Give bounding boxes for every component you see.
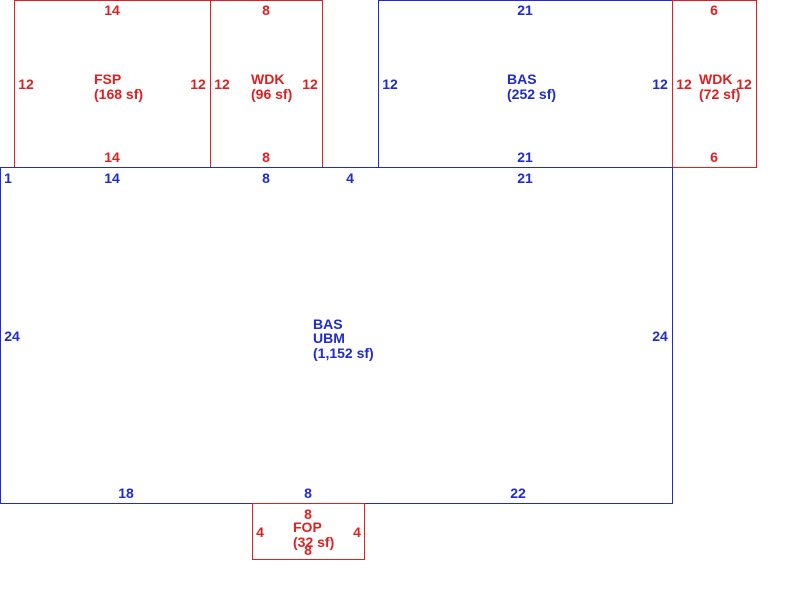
wdk1-top-dim: 8 <box>262 2 270 18</box>
wdk2-code-label: WDK <box>699 71 732 87</box>
main-bottom-dim-18: 18 <box>118 485 134 501</box>
main-left-dim: 24 <box>4 328 20 344</box>
main-code-label: BAS <box>313 316 343 332</box>
bas-top-code-label: BAS <box>507 71 537 87</box>
wdk1-right-dim: 12 <box>302 76 318 92</box>
fsp-right-dim: 12 <box>190 76 206 92</box>
wdk2-outline <box>672 0 757 168</box>
wdk2-area-label: (72 sf) <box>699 86 740 102</box>
wdk1-bottom-dim: 8 <box>262 149 270 165</box>
bas-top-right-dim: 12 <box>652 76 668 92</box>
fsp-area-label: (168 sf) <box>94 86 143 102</box>
wdk2-top-dim: 6 <box>710 2 718 18</box>
fsp-left-dim: 12 <box>18 76 34 92</box>
fop-outline <box>252 503 365 560</box>
fop-right-dim: 4 <box>353 524 361 540</box>
bas-top-bottom-dim: 21 <box>517 149 533 165</box>
main-bottom-dim-22: 22 <box>510 485 526 501</box>
fop-bottom-dim: 8 <box>304 542 312 558</box>
wdk1-area-label: (96 sf) <box>251 86 292 102</box>
wdk1-left-dim: 12 <box>214 76 230 92</box>
fop-left-dim: 4 <box>256 524 264 540</box>
wdk1-code-label: WDK <box>251 71 284 87</box>
bas-top-area-label: (252 sf) <box>507 86 556 102</box>
fop-area-label: (32 sf) <box>293 534 334 550</box>
wdk2-left-dim: 12 <box>676 76 692 92</box>
main-top-dim-8: 8 <box>262 170 270 186</box>
wdk2-bottom-dim: 6 <box>710 149 718 165</box>
wdk2-right-dim: 12 <box>736 76 752 92</box>
main-area-label: (1,152 sf) <box>313 345 374 361</box>
main-top-dim-4: 4 <box>346 170 354 186</box>
main-code2-label: UBM <box>313 330 345 346</box>
bas-top-left-dim: 12 <box>382 76 398 92</box>
bas-top-top-dim: 21 <box>517 2 533 18</box>
main-right-dim: 24 <box>652 328 668 344</box>
fsp-bottom-dim: 14 <box>104 149 120 165</box>
fop-top-dim: 8 <box>304 506 312 522</box>
main-top-dim-1: 1 <box>4 170 12 186</box>
fop-code-label: FOP <box>293 519 322 535</box>
main-top-dim-21: 21 <box>517 170 533 186</box>
main-top-dim-14: 14 <box>104 170 120 186</box>
main-bottom-dim-8: 8 <box>304 485 312 501</box>
fsp-top-dim: 14 <box>104 2 120 18</box>
fsp-code-label: FSP <box>94 71 121 87</box>
